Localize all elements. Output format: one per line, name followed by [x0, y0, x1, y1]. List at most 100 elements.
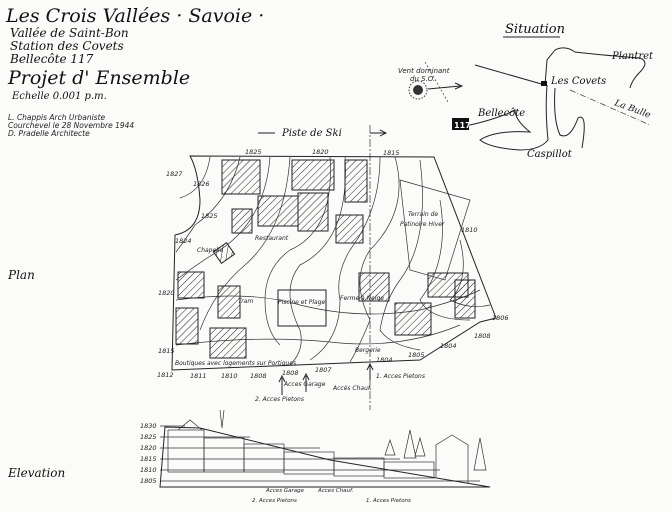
building [231, 208, 253, 234]
site-plan: Plan Piste de Ski [7, 125, 509, 410]
elev-label: 1827 [166, 170, 183, 178]
label-terrain: Terrain de [408, 211, 438, 218]
river-la-bulle [569, 89, 651, 126]
elev-label: 1826 [193, 180, 210, 188]
place-les-covets: Les Covets [550, 76, 606, 87]
label-boutiques: Boutiques avec logements sur Portiques [175, 360, 296, 367]
building [175, 307, 199, 345]
project-title: Projet d' Ensemble [7, 67, 190, 89]
elev-access-pietons-1: 1. Acces Pietons [366, 498, 411, 504]
elev-label: 1820 [158, 289, 175, 297]
elev-label: 1824 [175, 237, 192, 245]
elev-label: 1815 [383, 149, 400, 157]
credit-architect: D. Pradelle Architecte [8, 129, 90, 138]
place-bellecote: Bellecôte [477, 108, 525, 119]
elev-label: 1810 [221, 372, 238, 380]
building [297, 192, 329, 232]
label-piscine: Piscine et Plage [278, 299, 326, 306]
elevation-view: Elevation 1830 1825 1820 1815 1810 1805 [7, 409, 491, 504]
elev-label: 1804 [376, 356, 393, 364]
situation-title: Situation [505, 22, 565, 37]
elev-label: 1808 [474, 332, 491, 340]
elev-label: 1808 [282, 369, 299, 377]
access-markers: Acces Garage Accès Chauf. 2. Acces Pieto… [255, 362, 425, 403]
plan-label: Plan [7, 268, 35, 282]
level-label: 1820 [140, 444, 157, 452]
elev-label: 1820 [312, 148, 329, 156]
place-caspillot: Caspillot [527, 149, 573, 160]
credit-date: Courchevel le 28 Novembre 1944 [8, 121, 134, 130]
subtitle-station: Station des Covets [10, 39, 124, 53]
title: Les Crois Vallées · Savoie · [5, 5, 264, 27]
site-117-label: 117 [454, 121, 471, 130]
building [291, 159, 335, 191]
label-chapelle: Chapelle [197, 247, 224, 254]
terrain-profile [159, 426, 491, 488]
elev-label: 1807 [315, 366, 332, 374]
level-lines [160, 425, 480, 482]
road-caspillot [554, 87, 585, 149]
buildings [175, 159, 476, 359]
pool [277, 289, 327, 327]
label-terrain-2: Patinoire Hiver [400, 221, 445, 228]
label-ferme: Ferme à Neige [340, 295, 384, 302]
elev-access-garage: Acces Garage [265, 488, 305, 494]
building [344, 159, 368, 203]
piste-label: Piste de Ski [281, 128, 342, 139]
elev-label: 1808 [250, 372, 267, 380]
elev-label: 1810 [461, 226, 478, 234]
elev-label: 1805 [408, 351, 425, 359]
subtitle-bellecote: Bellecôte 117 [9, 52, 94, 66]
elev-label: 1806 [492, 314, 509, 322]
wind-label: Vent dominant [398, 67, 450, 75]
building [358, 272, 390, 302]
building [394, 302, 432, 336]
level-label: 1810 [140, 466, 157, 474]
label-restaurant: Restaurant [255, 235, 289, 242]
elevation-access-labels: Acces Garage Acces Chauf. 2. Acces Pieto… [252, 488, 411, 504]
site-117-marker [452, 118, 469, 130]
building [454, 279, 476, 319]
access-garage-label: Acces Garage [283, 381, 326, 388]
site-boundary [171, 155, 497, 371]
elev-label: 1804 [440, 342, 457, 350]
elev-access-chauf: Acces Chauf. [317, 488, 354, 494]
access-pietons-2-label: 2. Acces Pietons [255, 396, 304, 403]
level-label: 1825 [140, 433, 157, 441]
wind-label-2: du S.O. [410, 75, 435, 83]
elev-label: 1815 [158, 347, 175, 355]
situation-map: Situation Vent dominant du S.O. Plantret… [398, 22, 654, 160]
wind-arrow [427, 85, 461, 90]
contour-lines [175, 156, 491, 366]
level-label: 1805 [140, 477, 157, 485]
chapel-building [212, 241, 236, 265]
building [221, 159, 261, 195]
elevation-labels: 1825 1820 1815 1827 1826 1825 1824 1820 … [157, 148, 509, 380]
elev-label: 1825 [201, 212, 218, 220]
road-bellecote [455, 84, 549, 151]
building [335, 214, 364, 244]
elevation-label: Elevation [7, 466, 65, 480]
access-chauf-label: Accès Chauf. [332, 385, 372, 392]
scale-text: Echelle 0.001 p.m. [11, 91, 107, 102]
road-plantret [474, 47, 646, 89]
skating-rink [399, 179, 471, 281]
place-plantret: Plantret [611, 51, 654, 62]
elev-label: 1811 [190, 372, 207, 380]
elev-label: 1812 [157, 371, 174, 379]
level-label: 1830 [140, 422, 157, 430]
piste-arrow [370, 129, 388, 137]
building [217, 285, 241, 319]
sun-icon [408, 80, 428, 100]
title-block: Les Crois Vallées · Savoie · Vallée de S… [5, 5, 264, 138]
subtitle-valley: Vallée de Saint-Bon [10, 26, 129, 40]
building [209, 327, 247, 359]
building [177, 271, 205, 299]
level-labels: 1830 1825 1820 1815 1810 1805 [140, 422, 157, 485]
label-tram: Tram [238, 298, 253, 305]
access-pietons-1-label: 1. Acces Pietons [376, 373, 425, 380]
elev-access-pietons-2: 2. Acces Pietons [252, 498, 297, 504]
credit-urbanist: L. Chappis Arch Urbaniste [8, 113, 106, 122]
level-label: 1815 [140, 455, 157, 463]
